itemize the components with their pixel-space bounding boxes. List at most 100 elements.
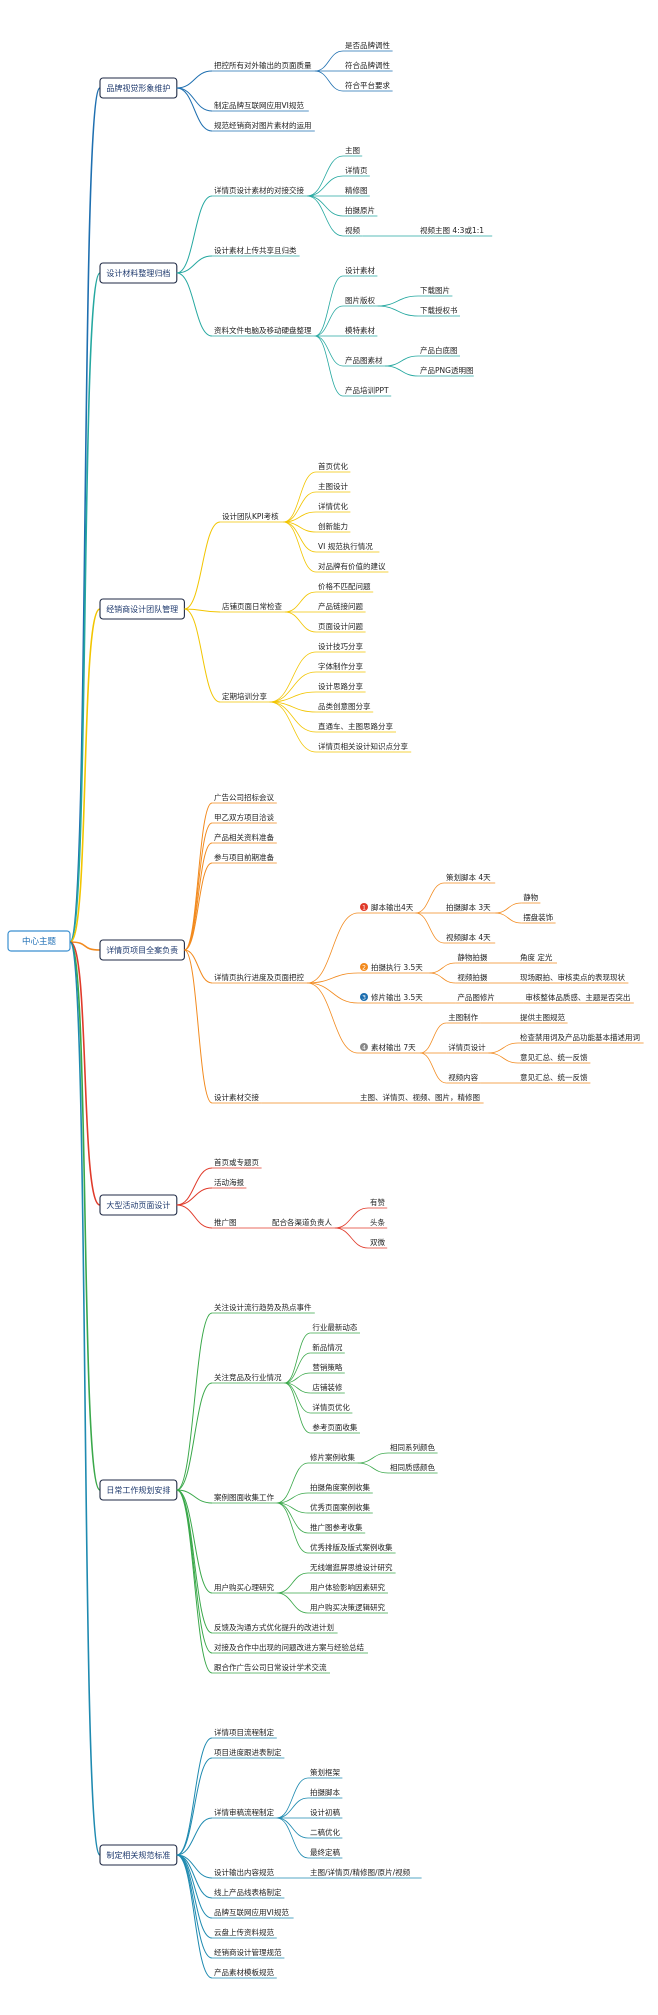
connector	[284, 1352, 311, 1384]
connector	[176, 1167, 213, 1206]
step-badge-number: 2	[362, 965, 366, 972]
connector	[377, 295, 419, 307]
connector	[176, 272, 213, 337]
connector	[176, 255, 213, 274]
node-4: 角度 定光	[520, 952, 553, 962]
node-2: 店铺装修	[312, 1382, 342, 1392]
node-1: 首页或专题页	[214, 1157, 259, 1167]
connector	[276, 1797, 309, 1819]
branch-label: 设计材料整理归档	[106, 268, 170, 278]
node-3: 下载授权书	[420, 305, 458, 315]
connector	[184, 608, 221, 613]
connector	[184, 608, 221, 703]
node-4: 摆盘装饰	[523, 912, 553, 922]
connector	[357, 1462, 389, 1474]
node-2: 配合各渠道负责人	[272, 1217, 332, 1227]
node-3: 视频脚本 4天	[446, 932, 491, 942]
connector	[176, 1854, 213, 1899]
connector	[184, 842, 213, 951]
node-1: 详情页设计素材的对接交接	[214, 185, 304, 195]
node-2: 修片输出 3.5天	[371, 992, 423, 1002]
connector	[176, 1854, 213, 1979]
connector	[284, 591, 317, 613]
branch-connector	[69, 941, 101, 1491]
node-3: 主图制作	[448, 1012, 478, 1022]
node-1: 产品素材模板规范	[214, 1967, 274, 1977]
connector	[357, 1452, 389, 1464]
connector	[384, 355, 419, 367]
node-2: 详情页	[345, 165, 368, 175]
node-1: 详情审稿流程制定	[214, 1807, 274, 1817]
step-badge-3	[360, 993, 368, 1001]
node-2: 最终定稿	[310, 1847, 340, 1857]
connector	[488, 1042, 519, 1054]
node-2: 符合品牌调性	[345, 60, 390, 70]
branch-label: 大型活动页面设计	[106, 1200, 170, 1210]
connector	[176, 1312, 213, 1491]
connector	[176, 1817, 213, 1856]
branch-label: 日常工作规划安排	[106, 1485, 170, 1495]
connector	[176, 70, 213, 89]
node-2: 主图设计	[318, 481, 348, 491]
connector	[283, 521, 317, 573]
node-2: 设计素材	[345, 265, 375, 275]
node-1: 参与项目前期准备	[214, 852, 274, 862]
node-1: 产品相关资料准备	[214, 832, 274, 842]
connector	[276, 1777, 309, 1819]
node-1: 把控所有对外输出的页面质量	[214, 60, 312, 70]
node-1: 制定品牌互联网应用VI规范	[214, 100, 304, 110]
node-2: 二稿优化	[310, 1827, 340, 1837]
connector	[176, 1489, 213, 1674]
node-1: 甲乙双方项目洽谈	[214, 812, 274, 822]
node-2: 产品图素材	[345, 355, 383, 365]
connector	[284, 1332, 311, 1384]
node-2: 策划框架	[310, 1767, 340, 1777]
node-4: 意见汇总、统一反馈	[520, 1052, 588, 1062]
connector	[314, 335, 344, 397]
node-4: 意见汇总、统一反馈	[520, 1072, 588, 1082]
connector	[183, 949, 213, 1104]
node-4: 静物	[523, 892, 538, 902]
node-2: 详情优化	[318, 501, 348, 511]
connector	[377, 305, 419, 317]
node-3: 视频内容	[448, 1072, 478, 1082]
node-2: 无线端逛屏思维设计研究	[310, 1562, 393, 1572]
node-1: 设计素材交接	[214, 1092, 259, 1102]
node-1: 资料文件电脑及移动硬盘整理	[214, 325, 312, 335]
node-2: 字体制作分享	[318, 661, 363, 671]
node-1: 关注竞品及行业情况	[214, 1372, 282, 1382]
step-badge-number: 1	[362, 905, 366, 912]
connector	[184, 822, 213, 951]
connector	[276, 1592, 309, 1614]
connector	[276, 1502, 309, 1554]
connector	[307, 195, 344, 237]
node-2: 主图/详情页/精修图/原片/视频	[310, 1867, 411, 1877]
node-2: 行业最新动态	[312, 1322, 357, 1332]
node-1: 云盘上传资料规范	[214, 1927, 274, 1937]
connector	[176, 87, 213, 132]
connector	[176, 1489, 213, 1634]
connector	[276, 1462, 309, 1504]
connector	[384, 365, 419, 377]
connector	[283, 471, 317, 523]
root-node[interactable]	[7, 930, 71, 952]
connector	[334, 1207, 369, 1229]
connector	[283, 491, 317, 523]
node-2: 详情页相关设计知识点分享	[318, 741, 408, 751]
connector	[314, 305, 344, 337]
connector	[276, 1492, 309, 1504]
connector	[176, 87, 213, 112]
node-2: 脚本输出4天	[371, 902, 414, 912]
node-2: 优秀页面案例收集	[310, 1502, 370, 1512]
connector	[495, 912, 522, 924]
connector	[415, 882, 445, 914]
node-2: 符合平台要求	[345, 80, 390, 90]
connector	[176, 1489, 213, 1504]
node-3: 相同质感颜色	[390, 1462, 435, 1472]
connector	[276, 1817, 309, 1839]
connector	[420, 1022, 447, 1054]
connector	[284, 1382, 311, 1434]
branch-label: 经销商设计团队管理	[106, 604, 178, 614]
node-4: 审核整体品质感、主题是否突出	[525, 992, 630, 1002]
node-2: 设计技巧分享	[318, 641, 363, 651]
